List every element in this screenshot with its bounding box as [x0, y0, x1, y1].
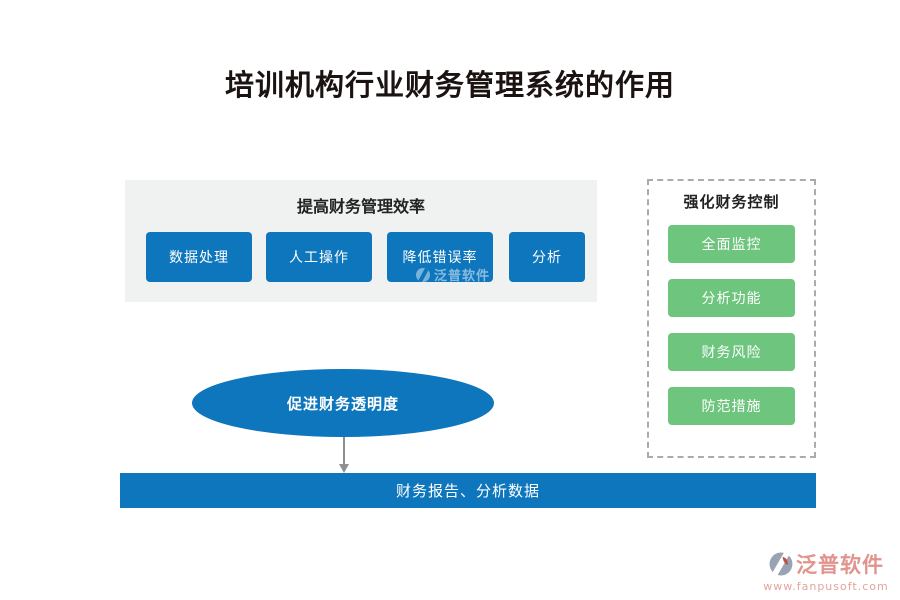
- control-panel: 强化财务控制 全面监控 分析功能 财务风险 防范措施: [647, 179, 816, 458]
- fanpu-logo-icon: [768, 551, 794, 577]
- page-title: 培训机构行业财务管理系统的作用: [224, 68, 675, 102]
- transparency-ellipse-label: 促进财务透明度: [286, 394, 399, 413]
- efficiency-item-data-processing: 数据处理: [146, 232, 252, 282]
- footer-brand-name: 泛普软件: [796, 553, 884, 577]
- transparency-ellipse: 促进财务透明度: [192, 369, 494, 437]
- output-bar: 财务报告、分析数据: [120, 473, 816, 508]
- connector-arrow-line: [343, 437, 345, 465]
- footer-brand-url: www.fanpusoft.com: [763, 580, 889, 593]
- efficiency-item-manual-operation: 人工操作: [266, 232, 372, 282]
- control-item-financial-risk: 财务风险: [668, 333, 795, 371]
- output-bar-label: 财务报告、分析数据: [395, 482, 540, 500]
- control-item-prevention-measures: 防范措施: [668, 387, 795, 425]
- footer-brand: 泛普软件 www.fanpusoft.com: [760, 549, 892, 593]
- efficiency-panel: 提高财务管理效率 数据处理 人工操作 降低错误率 分析: [125, 180, 597, 302]
- control-item-full-monitoring: 全面监控: [668, 225, 795, 263]
- efficiency-item-error-reduction: 降低错误率: [387, 232, 493, 282]
- efficiency-panel-title: 提高财务管理效率: [296, 197, 425, 216]
- efficiency-item-analysis: 分析: [509, 232, 585, 282]
- control-item-analysis-function: 分析功能: [668, 279, 795, 317]
- control-panel-title: 强化财务控制: [683, 193, 780, 211]
- connector-arrow-head-icon: [339, 464, 349, 473]
